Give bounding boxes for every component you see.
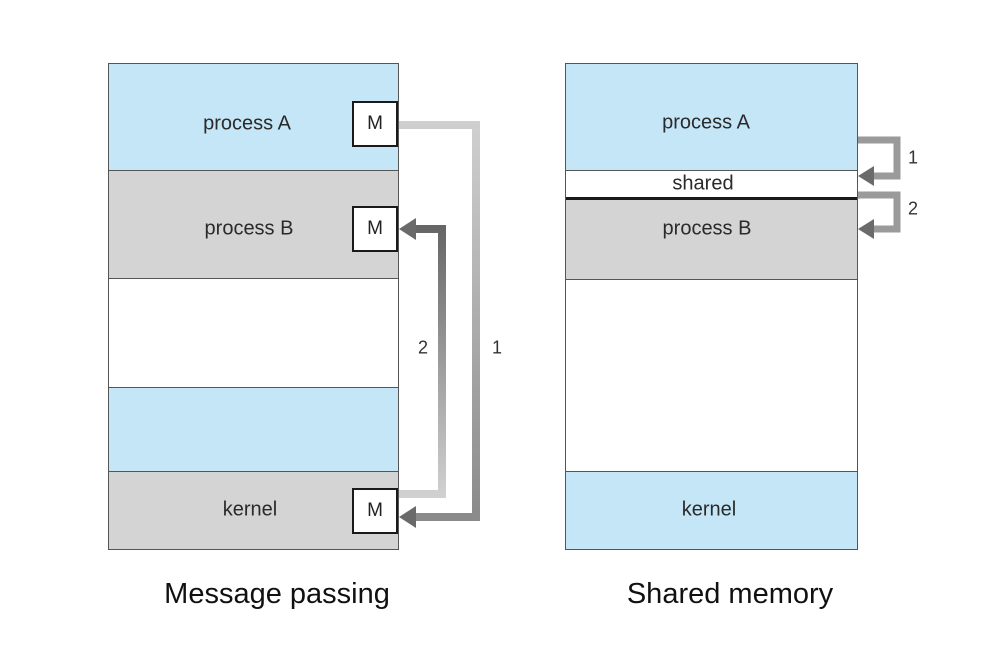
mp-caption: Message passing xyxy=(164,578,390,610)
mp-other-region xyxy=(109,388,398,472)
mp-kernel-region xyxy=(109,472,398,549)
sm-kernel-label: kernel xyxy=(681,498,737,521)
sm-step-1-label: 1 xyxy=(907,147,919,168)
mp-process-b-region xyxy=(109,171,398,279)
mp-message-kernel: M xyxy=(352,488,398,534)
shared-memory-memory xyxy=(565,63,858,550)
sm-free-region xyxy=(566,280,857,472)
mp-kernel-label: kernel xyxy=(222,498,278,521)
sm-process-b-label: process B xyxy=(662,217,752,240)
mp-step-1-label: 1 xyxy=(491,337,503,358)
sm-arrow-2 xyxy=(858,191,901,239)
mp-step-2-label: 2 xyxy=(417,337,429,358)
mp-message-a: M xyxy=(352,101,398,147)
sm-process-a-label: process A xyxy=(662,111,750,134)
mp-arrow-1 xyxy=(398,121,480,528)
message-passing-memory xyxy=(108,63,399,550)
sm-shared-label: shared xyxy=(672,172,734,195)
mp-process-b-label: process B xyxy=(204,217,294,240)
mp-free-region xyxy=(109,279,398,388)
mp-arrow-2 xyxy=(398,218,446,498)
sm-arrow-1 xyxy=(858,136,901,186)
sm-shared-region xyxy=(566,171,857,200)
sm-process-b-region xyxy=(566,200,857,280)
mp-message-b: M xyxy=(352,206,398,252)
sm-kernel-region xyxy=(566,472,857,549)
mp-process-a-region xyxy=(109,64,398,171)
mp-process-a-label: process A xyxy=(203,112,291,135)
sm-process-a-region xyxy=(566,64,857,171)
sm-step-2-label: 2 xyxy=(907,198,919,219)
sm-caption: Shared memory xyxy=(626,578,834,610)
